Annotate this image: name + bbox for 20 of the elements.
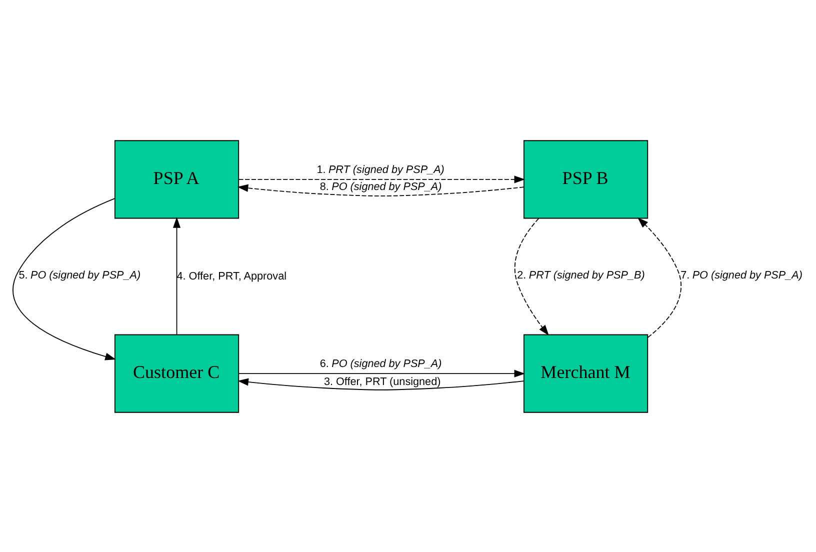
arrow <box>237 184 524 196</box>
edge-label: 6. PO (signed by PSP_A) <box>320 357 442 370</box>
node-box: PSP B <box>523 140 648 218</box>
edge-label: 4. Offer, PRT, Approval <box>176 270 287 282</box>
node-box: PSP A <box>114 140 240 218</box>
node-box: Customer C <box>114 334 240 412</box>
arrow <box>12 198 116 360</box>
arrow <box>238 175 526 183</box>
node-box: Merchant M <box>523 334 648 412</box>
edge-label: 5. PO (signed by PSP_A) <box>18 268 141 281</box>
arrow <box>238 369 526 377</box>
arrow <box>238 378 524 390</box>
edge-label: 3. Offer, PRT (unsigned) <box>324 375 441 388</box>
edge-label: 1. PRT (signed by PSP_A) <box>316 163 444 176</box>
edge-label: 2. PRT (signed by PSP_B) <box>517 268 645 281</box>
arrow <box>514 217 549 336</box>
edge-label: 8. PO (signed by PSP_A) <box>320 180 442 192</box>
arrow <box>172 216 181 334</box>
edge-label: 7. PO (signed by PSP_A) <box>680 268 802 281</box>
arrow <box>638 216 682 338</box>
